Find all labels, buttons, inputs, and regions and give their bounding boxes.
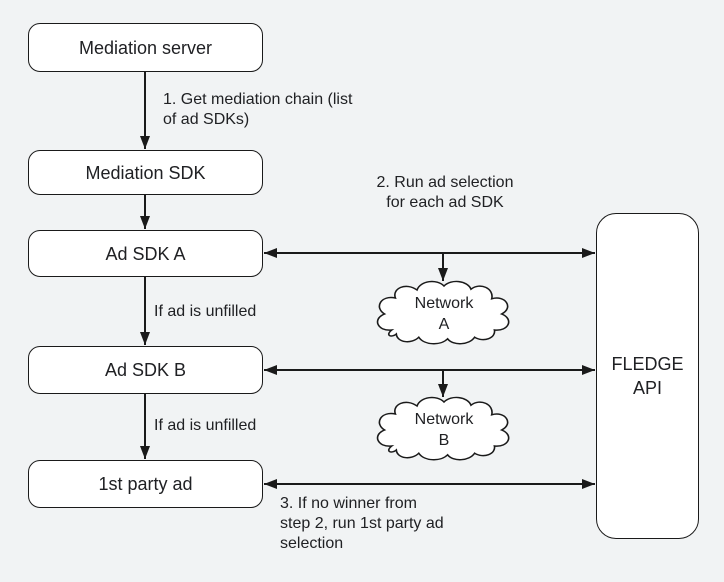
annotation-step2: 2. Run ad selection for each ad SDK — [376, 174, 514, 211]
annotation-if-unfilled-a: If ad is unfilled — [154, 303, 257, 320]
network-a-cloud-icon — [376, 280, 510, 345]
node-ad-sdk-b: Ad SDK B — [28, 346, 263, 394]
annotation-step1: 1. Get mediation chain (list of ad SDKs) — [163, 91, 353, 128]
network-a-label: Network A — [414, 295, 474, 333]
annotation-if-unfilled-b: If ad is unfilled — [154, 417, 257, 434]
node-first-party-ad: 1st party ad — [28, 460, 263, 508]
node-mediation-server: Mediation server — [28, 23, 263, 72]
node-label: Ad SDK B — [104, 360, 187, 380]
node-label: Ad SDK A — [105, 243, 186, 264]
node-fledge-api: FLEDGE API — [596, 213, 699, 539]
network-b-cloud-icon — [376, 396, 510, 461]
node-mediation-sdk: Mediation SDK — [28, 150, 263, 195]
annotation-step3: 3. If no winner from step 2, run 1st par… — [280, 495, 444, 552]
network-b-label: Network B — [414, 411, 474, 449]
node-label: FLEDGE API — [611, 354, 684, 398]
node-label: Mediation SDK — [85, 162, 206, 183]
node-label: 1st party ad — [98, 474, 193, 494]
node-ad-sdk-a: Ad SDK A — [28, 230, 263, 277]
node-label: Mediation server — [78, 37, 213, 58]
